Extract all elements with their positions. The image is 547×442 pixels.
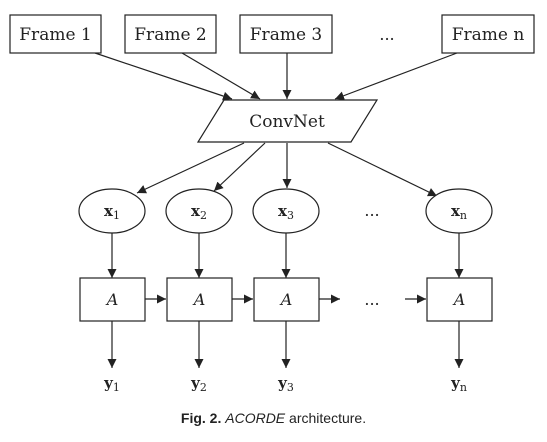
convnet-node: ConvNet (196, 99, 379, 143)
a-label-n: A (452, 290, 466, 309)
a-node-2: A (166, 277, 233, 322)
frame-node-1: Frame 1 (9, 14, 102, 54)
frame-label-n: Frame n (452, 25, 525, 45)
x-ellipsis: ... (364, 201, 379, 220)
a-label-3: A (279, 290, 293, 309)
x-label-2: x2 (191, 202, 207, 222)
a-label-2: A (192, 290, 206, 309)
y-label-n: yn (450, 374, 467, 394)
figure-caption: Fig. 2. ACORDE architecture. (0, 410, 547, 426)
a-node-3: A (253, 277, 320, 322)
x-node-n: xn (425, 188, 493, 234)
frame-node-n: Frame n (441, 14, 535, 54)
a-label-1: A (105, 290, 119, 309)
x-node-1: x1 (78, 188, 146, 234)
frame-label-3: Frame 3 (250, 25, 322, 45)
caption-text: architecture. (289, 410, 367, 426)
caption-figure-label: Fig. 2. (180, 410, 222, 426)
frame-node-2: Frame 2 (124, 14, 217, 54)
a-node-1: A (79, 277, 146, 322)
edge-frame2-convnet (181, 52, 261, 100)
edge-framen-convnet (334, 52, 458, 101)
edge-convnet-x2 (213, 142, 266, 192)
frame-label-1: Frame 1 (19, 25, 91, 45)
x-label-3: x3 (278, 202, 294, 222)
y-label-3: y3 (277, 374, 294, 394)
x-node-3: x3 (252, 188, 320, 234)
edge-convnet-xn (327, 142, 438, 197)
y-label-2: y2 (190, 374, 207, 394)
edge-convnet-x1 (136, 142, 245, 194)
a-ellipsis: ... (364, 290, 379, 309)
caption-model-name: ACORDE (225, 410, 286, 426)
frame-ellipsis: ... (379, 25, 394, 44)
y-label-1: y1 (103, 374, 120, 394)
frame-label-2: Frame 2 (134, 25, 206, 45)
x-label-1: x1 (104, 202, 120, 222)
x-label-n: xn (451, 202, 467, 222)
convnet-label: ConvNet (249, 112, 325, 132)
x-node-2: x2 (165, 188, 233, 234)
edge-frame1-convnet (94, 52, 233, 101)
a-node-n: A (426, 277, 493, 322)
frame-node-3: Frame 3 (239, 14, 333, 54)
